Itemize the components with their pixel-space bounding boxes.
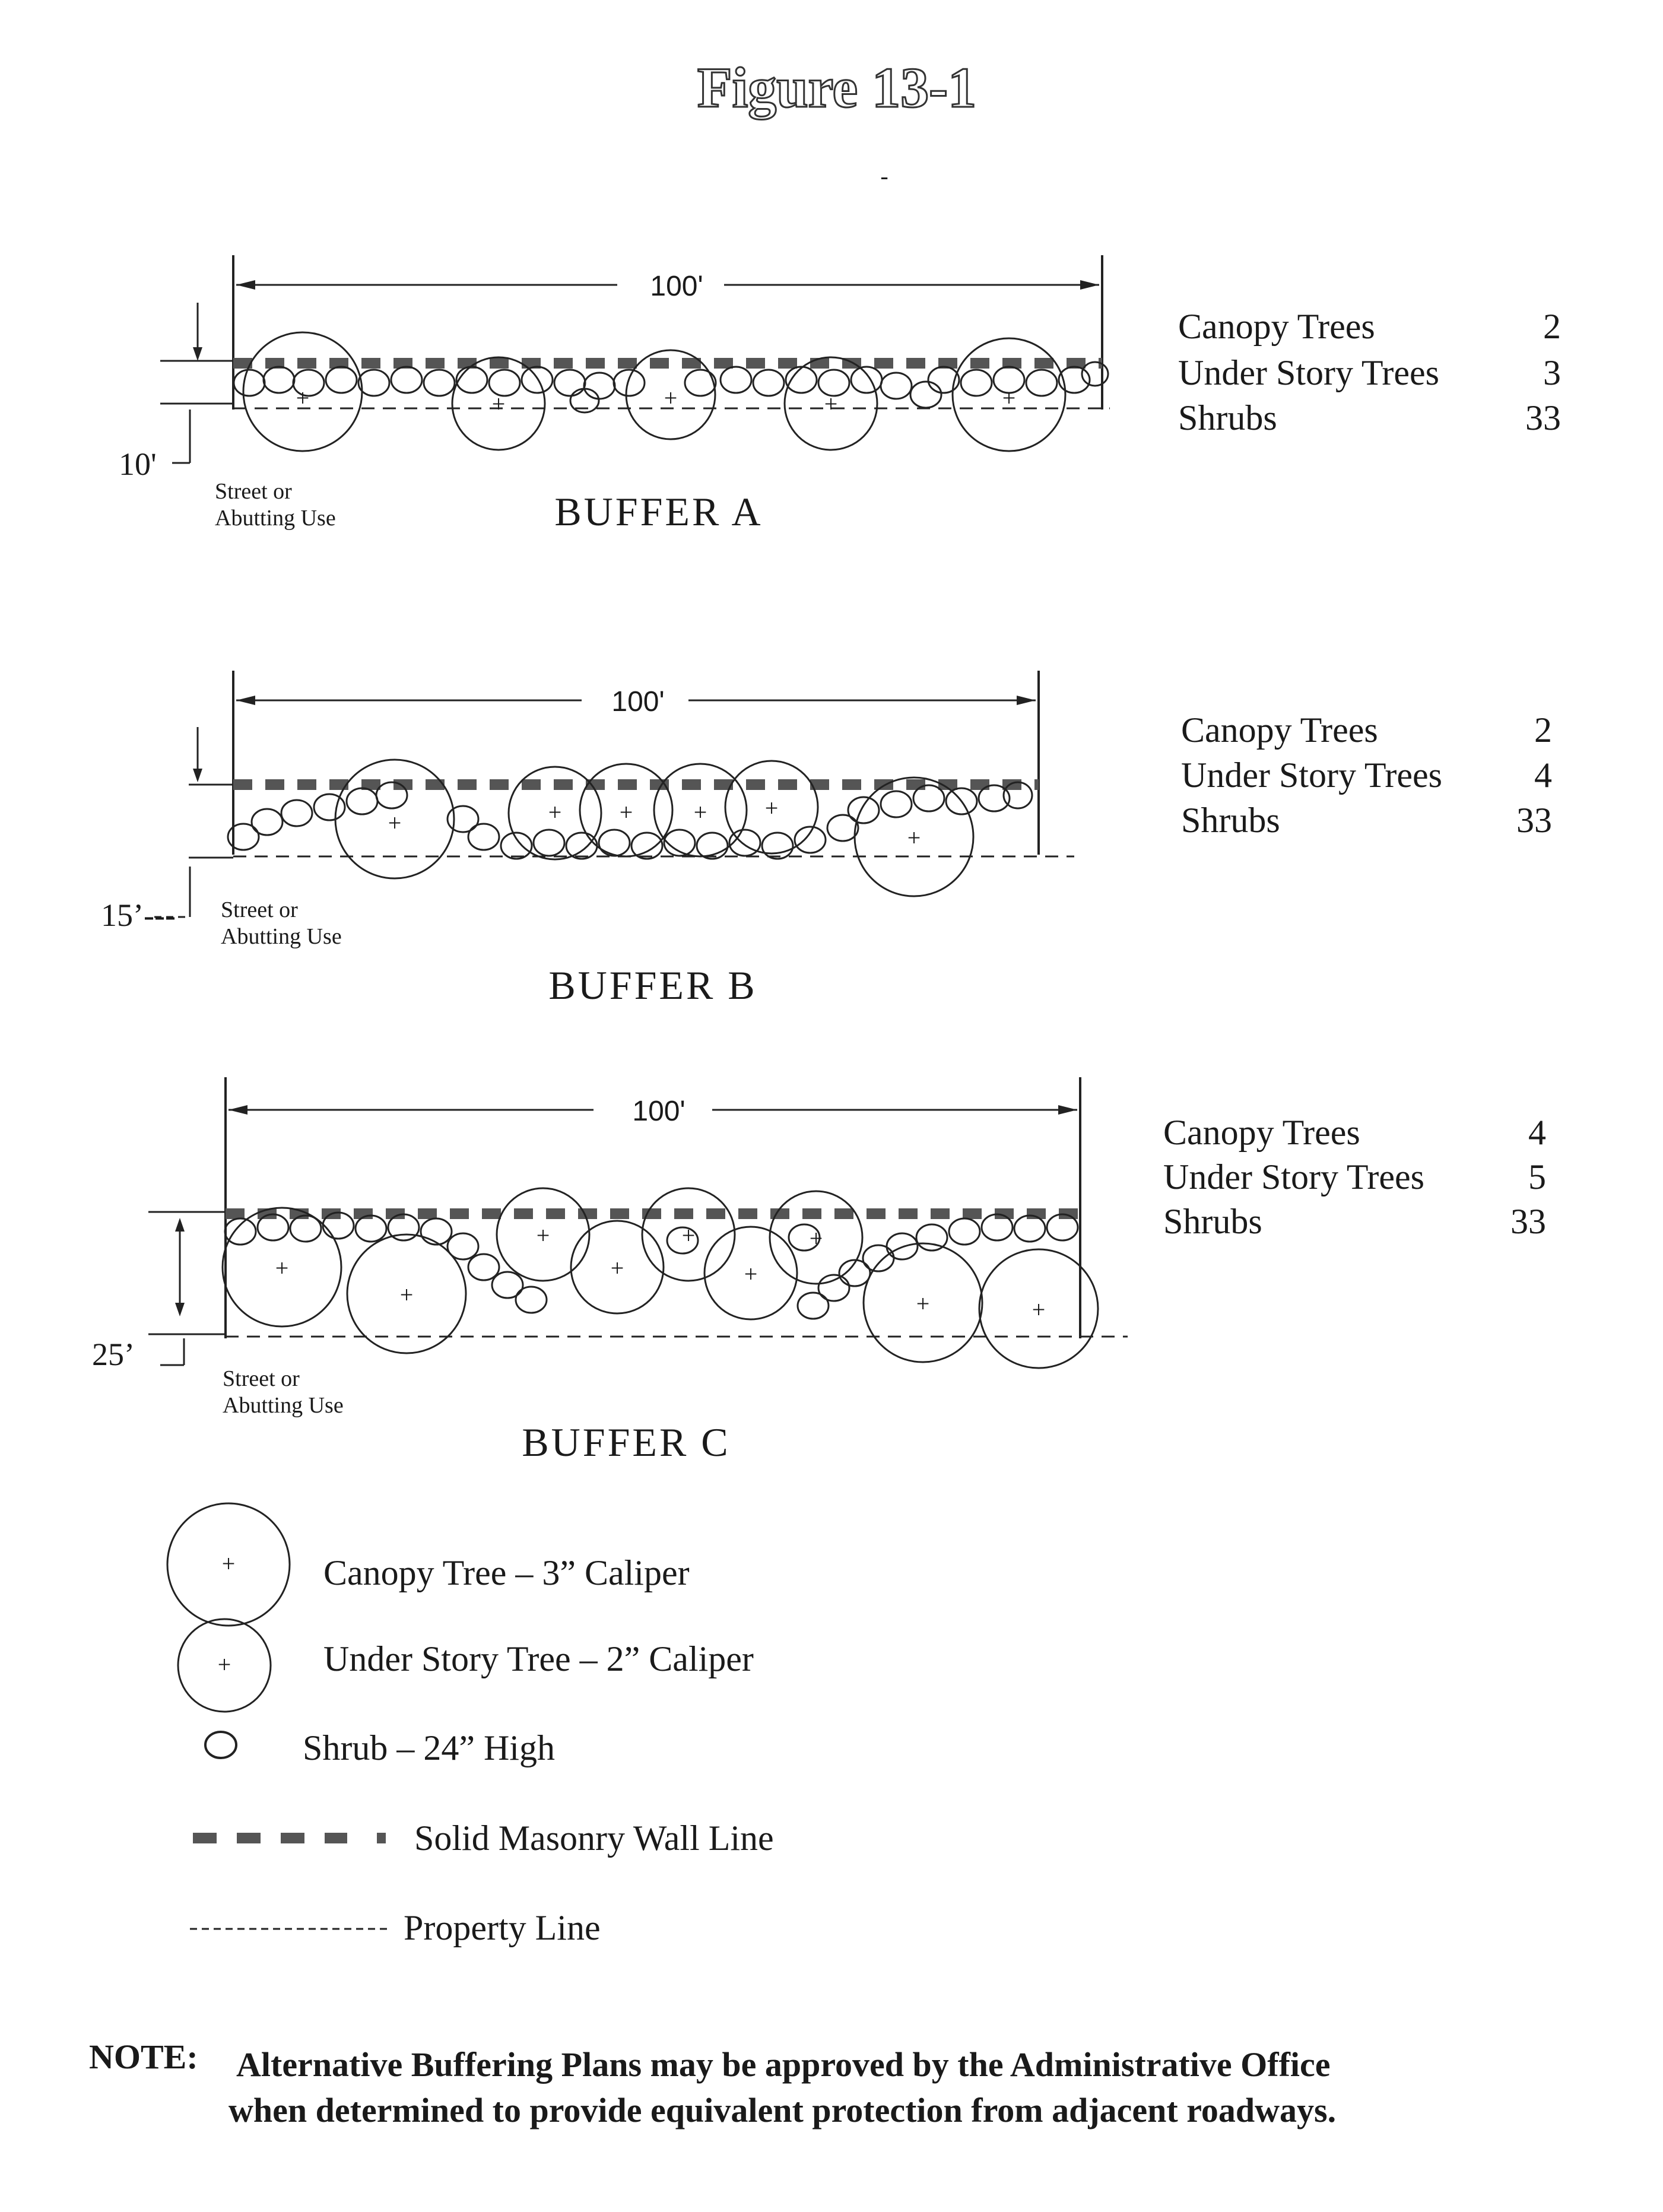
stray-mark: -: [880, 163, 888, 189]
buffer-c-diagram: 100' 25’: [92, 1077, 1128, 1465]
svg-text:+: +: [218, 1651, 231, 1678]
canopy-tree-symbol: +: [166, 1502, 291, 1627]
svg-text:+: +: [548, 799, 562, 826]
buffer-a-diagram: 100' 10': [119, 255, 1110, 534]
buffer-b-name: BUFFER B: [548, 963, 757, 1008]
depth-label-c: 25’: [92, 1337, 135, 1372]
buffer-b-diagram: 100' 15’--- +: [101, 671, 1074, 1008]
buffer-c-understory-label: Under Story Trees: [1163, 1157, 1424, 1197]
buffer-c-shrubs-count: 33: [1510, 1202, 1546, 1241]
depth-label-b: 15’---: [101, 897, 176, 933]
svg-text:+: +: [388, 810, 402, 836]
note-label: NOTE:: [89, 2038, 198, 2076]
buffer-a-understory-label: Under Story Trees: [1178, 353, 1439, 392]
buffer-a-shrubs-label: Shrubs: [1178, 398, 1277, 437]
svg-text:+: +: [824, 391, 838, 417]
svg-text:+: +: [1002, 385, 1016, 411]
buffer-b-canopy-count: 2: [1534, 710, 1552, 750]
buffer-b-understory-count: 4: [1534, 756, 1552, 795]
street-label-c-line1: Street or: [223, 1366, 300, 1391]
street-label-c-line2: Abutting Use: [223, 1393, 344, 1418]
svg-text:+: +: [611, 1255, 624, 1281]
legend: + Canopy Tree – 3” Caliper + Under Story…: [166, 1502, 774, 1947]
note-line1: Alternative Buffering Plans may be appro…: [236, 2045, 1331, 2084]
shrub-symbol: [204, 1731, 237, 1759]
svg-text:+: +: [492, 391, 506, 417]
svg-text:+: +: [907, 824, 921, 851]
street-label-b-line1: Street or: [221, 897, 298, 922]
buffer-a-canopy-count: 2: [1543, 307, 1561, 346]
buffer-c-name: BUFFER C: [522, 1420, 730, 1465]
figure-title: Figure 13-1: [697, 56, 976, 119]
svg-text:+: +: [694, 799, 707, 826]
buffer-a-quantities: Canopy Trees 2 Under Story Trees 3 Shrub…: [1178, 307, 1561, 437]
buffer-c-canopy-count: 4: [1528, 1113, 1546, 1152]
legend-canopy-tree: Canopy Tree – 3” Caliper: [323, 1553, 690, 1592]
buffer-a-shrubs-count: 33: [1525, 398, 1561, 437]
svg-text:+: +: [765, 795, 779, 821]
width-label-c: 100': [632, 1096, 685, 1127]
legend-shrub: Shrub – 24” High: [303, 1728, 555, 1767]
depth-label-a: 10': [119, 446, 157, 482]
legend-masonry-wall: Solid Masonry Wall Line: [414, 1819, 774, 1858]
svg-text:+: +: [620, 799, 633, 826]
svg-text:+: +: [810, 1225, 823, 1252]
svg-text:+: +: [400, 1281, 414, 1308]
buffer-c-shrubs-label: Shrubs: [1163, 1202, 1262, 1241]
svg-text:+: +: [664, 385, 678, 411]
buffer-c-understory-count: 5: [1528, 1157, 1546, 1197]
buffer-b-shrubs-label: Shrubs: [1181, 801, 1280, 840]
svg-text:+: +: [537, 1222, 550, 1249]
buffer-c-canopy-label: Canopy Trees: [1163, 1113, 1360, 1152]
street-label-a-line1: Street or: [215, 479, 292, 504]
note-line2: when determined to provide equivalent pr…: [228, 2091, 1336, 2130]
buffer-a-name: BUFFER A: [554, 489, 763, 534]
legend-understory-tree: Under Story Tree – 2” Caliper: [323, 1639, 754, 1678]
buffer-b-canopy-label: Canopy Trees: [1181, 710, 1378, 750]
svg-text:+: +: [682, 1222, 696, 1249]
buffer-a-canopy-label: Canopy Trees: [1178, 307, 1375, 346]
buffer-b-quantities: Canopy Trees 2 Under Story Trees 4 Shrub…: [1181, 710, 1552, 840]
buffer-b-shrubs-count: 33: [1516, 801, 1552, 840]
street-label-a-line2: Abutting Use: [215, 506, 336, 531]
street-label-b-line2: Abutting Use: [221, 924, 342, 949]
svg-text:+: +: [296, 385, 310, 411]
svg-text:+: +: [275, 1255, 289, 1281]
buffer-c-quantities: Canopy Trees 4 Under Story Trees 5 Shrub…: [1163, 1113, 1546, 1241]
buffer-a-understory-count: 3: [1543, 353, 1561, 392]
svg-text:+: +: [916, 1290, 930, 1317]
understory-tree-symbol: +: [177, 1618, 272, 1713]
svg-text:+: +: [1032, 1296, 1046, 1323]
width-label-b: 100': [611, 686, 664, 718]
svg-text:+: +: [222, 1550, 236, 1577]
width-label-a: 100': [650, 271, 703, 302]
legend-property-line: Property Line: [404, 1908, 601, 1947]
svg-text:+: +: [744, 1261, 758, 1287]
buffer-b-understory-label: Under Story Trees: [1181, 756, 1442, 795]
note: NOTE: Alternative Buffering Plans may be…: [89, 2038, 1336, 2130]
